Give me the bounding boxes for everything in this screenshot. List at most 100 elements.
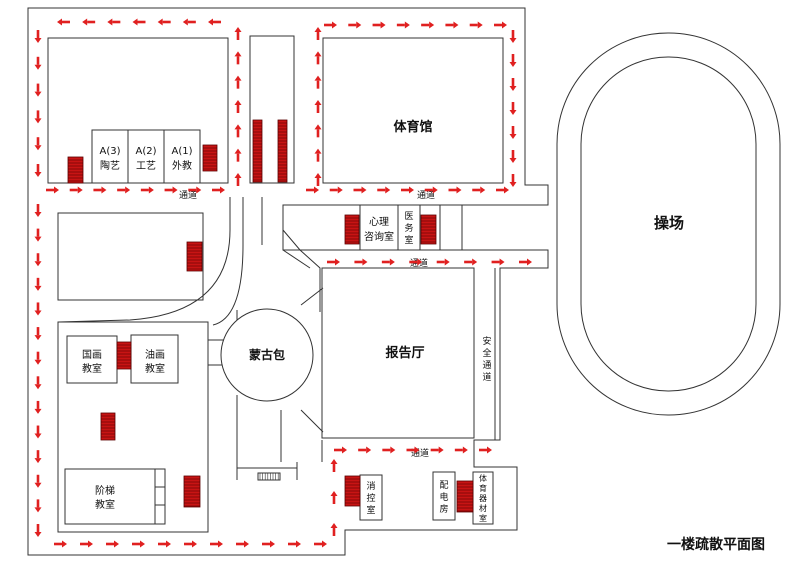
evacuation-arrow (330, 491, 338, 504)
room-a1-code: A(1) (171, 146, 192, 157)
room-guohua-l2: 教室 (82, 362, 102, 375)
evacuation-arrow (34, 110, 42, 124)
evacuation-arrow (430, 446, 444, 454)
evacuation-arrow (396, 21, 410, 29)
evacuation-arrow (34, 327, 42, 341)
evacuation-arrow (509, 78, 517, 91)
stairwell (344, 475, 361, 507)
room-equip-l2: 育 (479, 483, 487, 493)
evacuation-arrow (132, 540, 145, 548)
evacuation-arrow (381, 258, 395, 266)
safe-passage-l2: 全 (482, 347, 491, 359)
evacuation-arrow (234, 148, 242, 162)
room-a2-code: A(2) (135, 146, 156, 157)
passage-label-2: 通道 (417, 189, 435, 201)
room-fire-l1: 消 (366, 480, 375, 492)
evacuation-arrow (34, 302, 42, 316)
evacuation-arrow (454, 446, 468, 454)
evacuation-arrow (93, 186, 107, 194)
room-a3-code: A(3) (99, 146, 120, 157)
evacuation-arrow (208, 18, 221, 26)
yurt-approach-lower (236, 462, 298, 480)
safe-passage-l1: 安 (482, 335, 491, 347)
room-psych-l1: 心理 (369, 216, 389, 228)
evacuation-arrow (496, 186, 509, 194)
road-diagonal-upper-b (282, 249, 311, 269)
evacuation-arrow (234, 100, 242, 113)
evacuation-arrow (472, 186, 486, 194)
evacuation-arrow (34, 400, 42, 414)
evacuation-arrow (236, 540, 249, 548)
plan-title: 一楼疏散平面图 (667, 536, 765, 553)
road-diagonal-upper (282, 229, 321, 312)
evacuation-arrows (34, 18, 532, 548)
evacuation-arrow (509, 30, 517, 43)
room-psych-l2: 咨询室 (364, 230, 394, 243)
room-fire-l2: 控 (366, 492, 375, 504)
evacuation-arrow (34, 56, 42, 70)
room-a2 (127, 129, 165, 184)
stairwell (116, 341, 132, 370)
room-medical-l2: 务 (404, 222, 413, 234)
room-a2-name: 工艺 (136, 160, 156, 172)
evacuation-arrow (234, 51, 242, 65)
room-equip-l3: 器 (479, 494, 487, 503)
evacuation-arrow (106, 540, 119, 548)
evacuation-arrow (182, 18, 196, 26)
evacuation-arrow (314, 540, 327, 548)
evacuation-arrow (382, 446, 396, 454)
evacuation-arrow (354, 258, 368, 266)
room-youhua-l1: 油画 (145, 348, 165, 361)
room-power (432, 471, 456, 521)
stairwell (186, 241, 203, 272)
gym (322, 37, 504, 184)
mongolian-yurt-label: 蒙古包 (249, 347, 285, 362)
room-power-l2: 电 (439, 491, 448, 503)
evacuation-arrow (132, 18, 146, 26)
stairwell (420, 214, 437, 245)
evacuation-arrow (34, 204, 42, 217)
room-a3-name: 陶艺 (100, 159, 120, 172)
evacuation-arrow (34, 376, 42, 390)
evacuation-arrow (184, 540, 197, 548)
evacuation-arrow (464, 258, 478, 266)
room-tiered-l2: 教室 (95, 498, 115, 511)
stairwell (100, 412, 116, 441)
evacuation-arrow (424, 186, 438, 194)
evacuation-arrow (358, 446, 372, 454)
evacuation-arrow (327, 258, 340, 266)
auditorium (321, 267, 475, 439)
evacuation-arrow (334, 446, 347, 454)
evacuation-arrow (34, 228, 42, 242)
evacuation-arrow (34, 83, 42, 97)
room-tiered (64, 468, 156, 525)
evacuation-arrow (324, 21, 337, 29)
evacuation-arrow (34, 425, 42, 439)
room-equip-l5: 室 (479, 513, 487, 523)
evacuation-arrow (34, 30, 42, 43)
evacuation-arrow (262, 540, 275, 548)
safe-passage-l4: 道 (482, 371, 491, 383)
entrance-step-lines (259, 473, 279, 480)
evacuation-arrow (314, 75, 322, 89)
room-tiered-l1: 阶梯 (95, 484, 115, 497)
room-psych (359, 204, 399, 251)
room-a3 (91, 129, 129, 184)
stairwell (456, 480, 474, 513)
auditorium-label: 报告厅 (385, 345, 424, 361)
evacuation-arrow (330, 523, 338, 536)
road-curve-right (212, 197, 244, 326)
evacuation-arrow (57, 18, 70, 26)
room-a1 (163, 129, 201, 184)
room-medical-l1: 医 (404, 211, 413, 222)
evacuation-arrow (117, 186, 131, 194)
evacuation-arrow (494, 21, 507, 29)
evacuation-arrow (234, 75, 242, 89)
evacuation-arrow (353, 186, 367, 194)
evacuation-arrow (46, 186, 59, 194)
evacuation-arrow (401, 186, 414, 194)
evacuation-arrow (348, 21, 362, 29)
evacuation-arrow (34, 524, 42, 537)
room-tiered-annex (154, 468, 166, 525)
evacuation-arrow (158, 540, 171, 548)
